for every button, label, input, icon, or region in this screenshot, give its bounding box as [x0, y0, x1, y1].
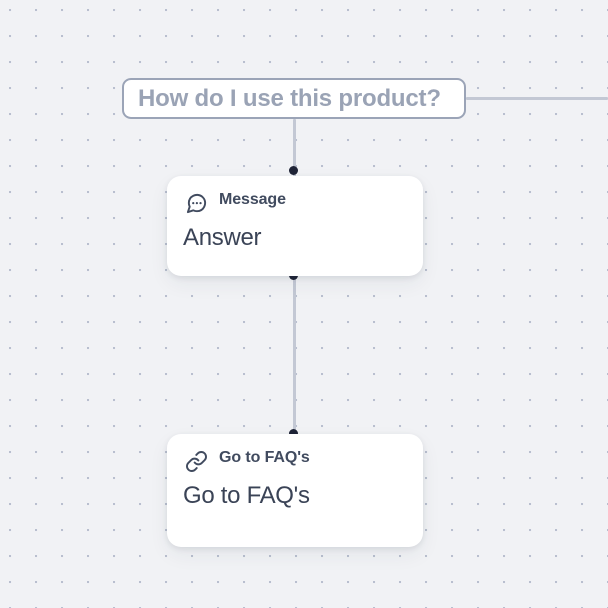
connection-handle-message-top[interactable] — [289, 166, 298, 175]
edge-start-to-right[interactable] — [466, 97, 608, 100]
start-node[interactable]: How do I use this product? — [122, 78, 466, 119]
card-header: Go to FAQ's — [183, 448, 407, 474]
connection-handle-goto-top[interactable] — [289, 429, 298, 438]
card-body: Go to FAQ's — [183, 482, 310, 509]
start-node-label: How do I use this product? — [138, 84, 441, 112]
link-icon — [183, 448, 209, 474]
node-card-goto[interactable]: Go to FAQ's Go to FAQ's — [167, 434, 423, 547]
edge-start-to-message[interactable] — [293, 119, 296, 177]
card-title: Go to FAQ's — [219, 449, 310, 466]
card-title: Message — [219, 191, 286, 208]
speech-bubble-icon — [183, 190, 209, 216]
edge-message-to-goto[interactable] — [293, 272, 296, 435]
card-body: Answer — [183, 224, 262, 251]
card-header: Message — [183, 190, 407, 216]
node-card-message[interactable]: Message Answer — [167, 176, 423, 276]
